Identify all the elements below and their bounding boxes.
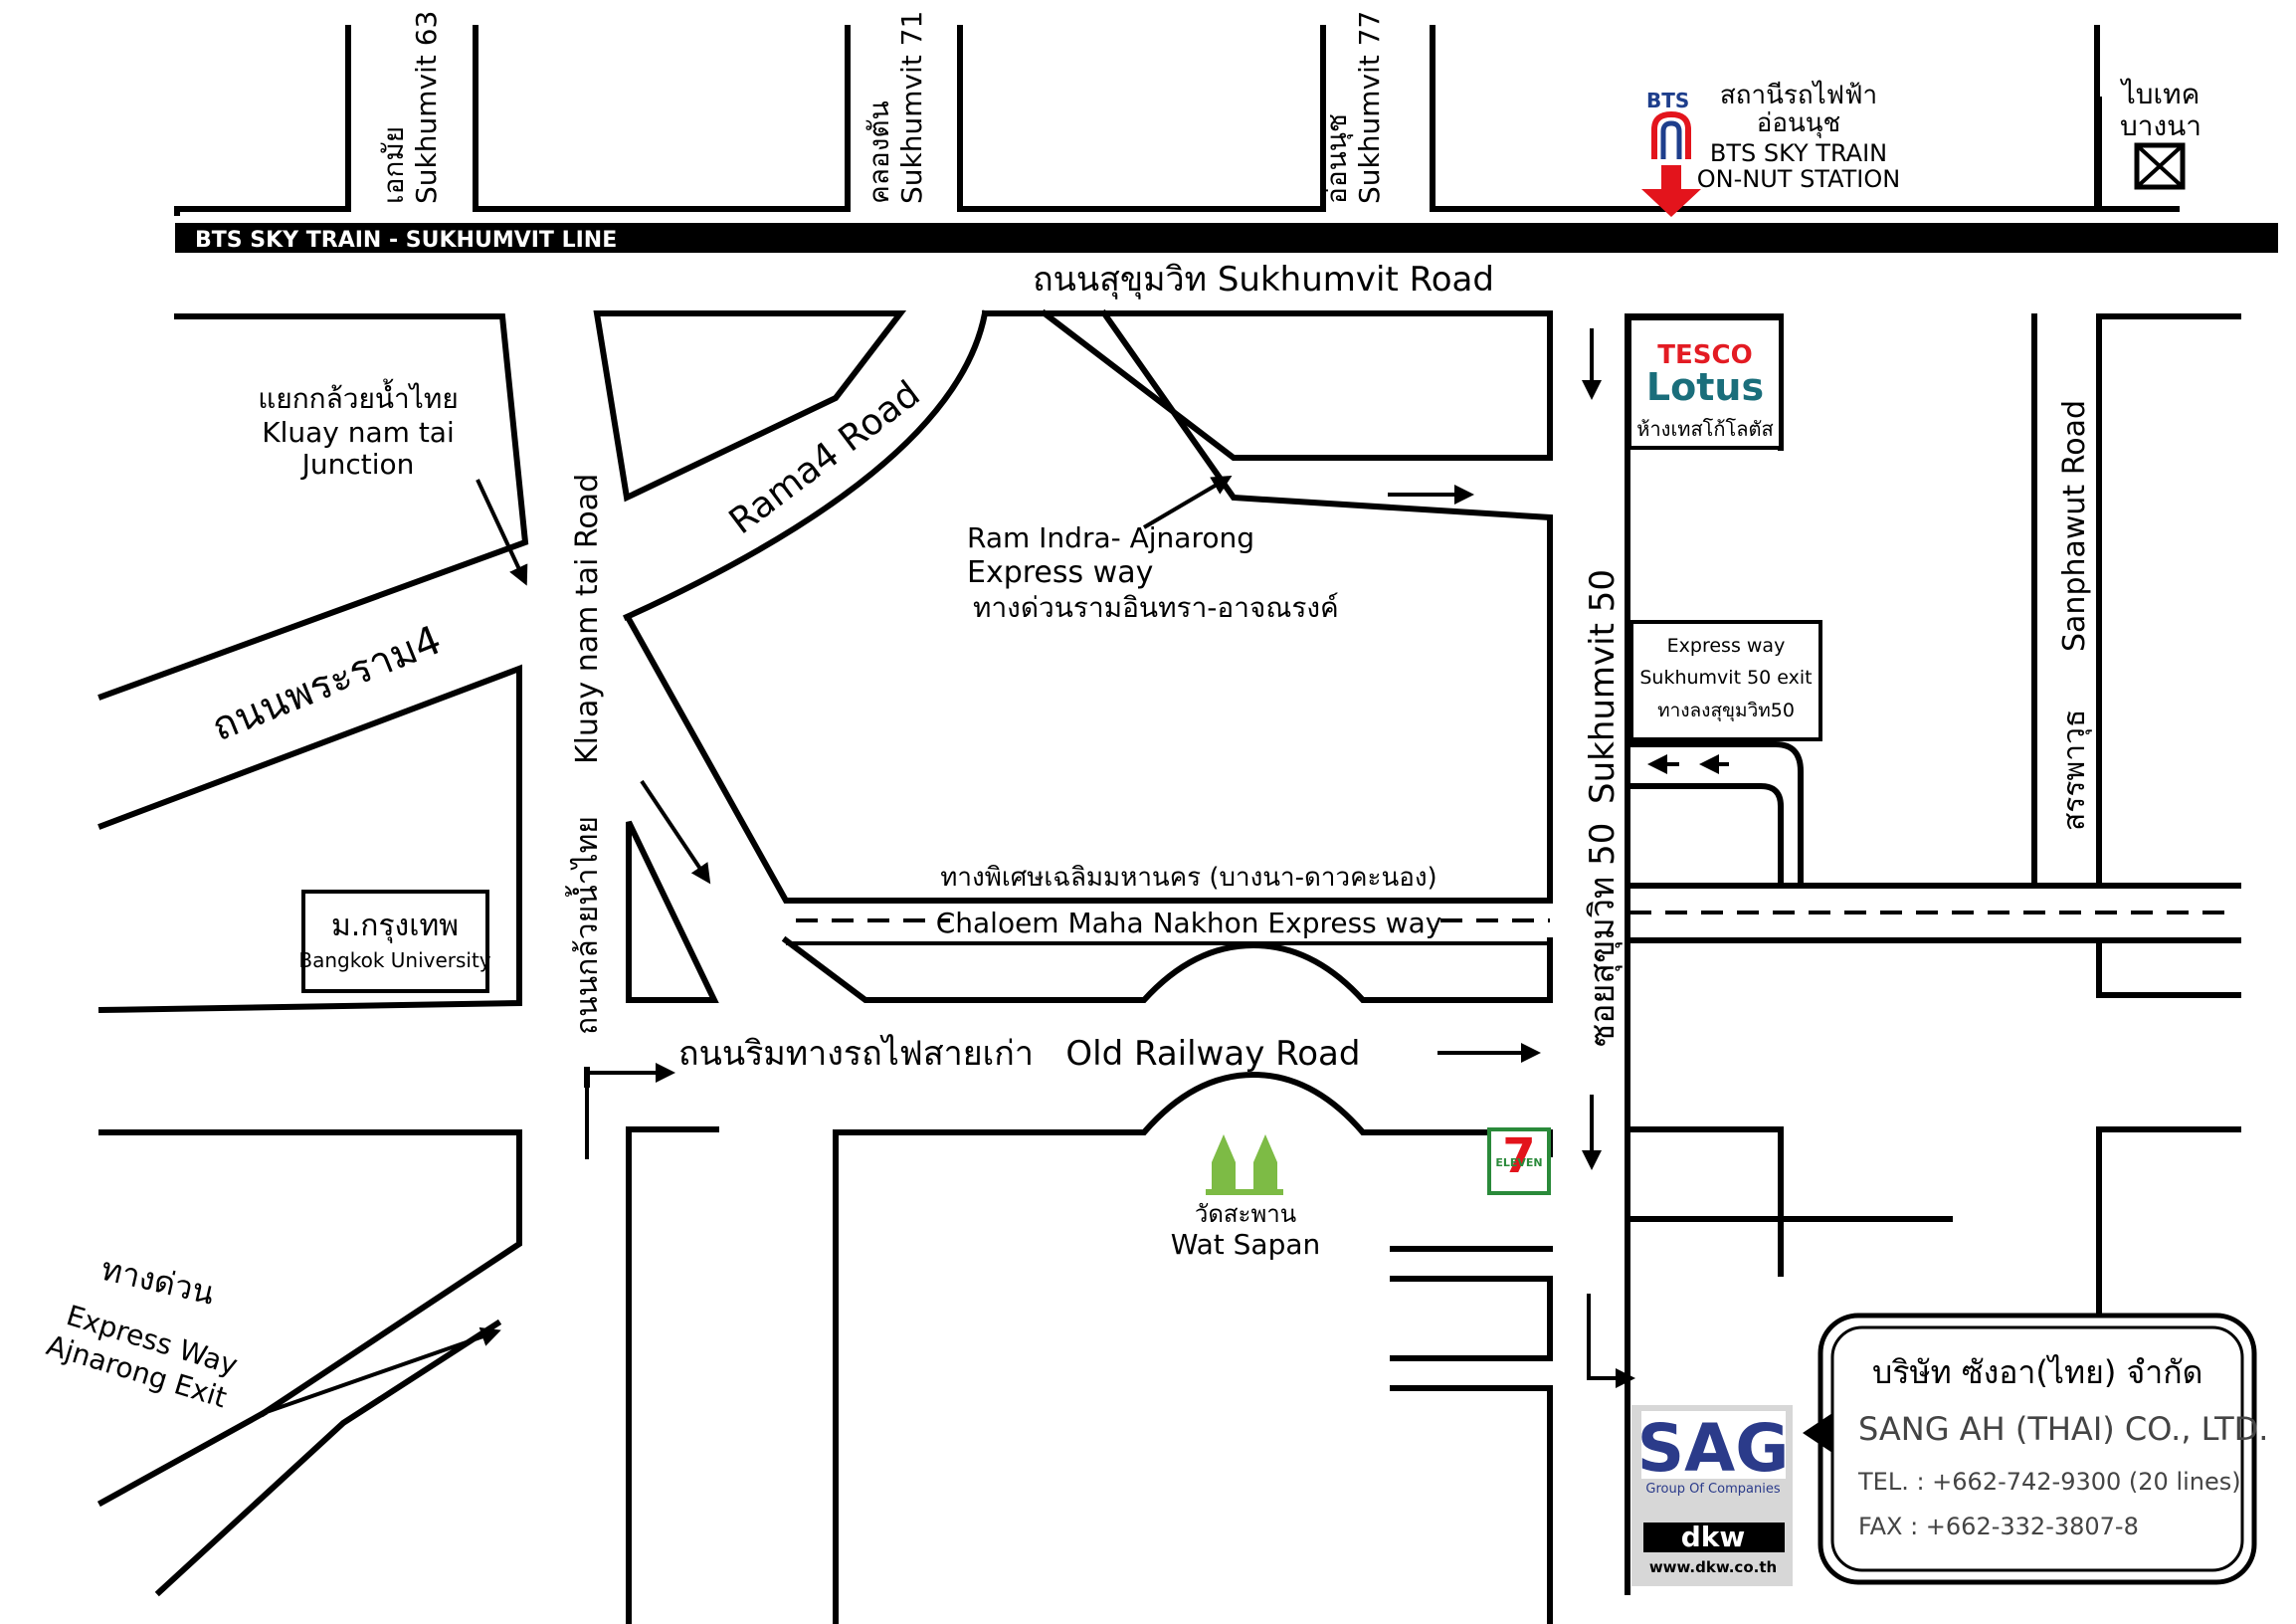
tesco-brand-2: Lotus: [1646, 365, 1764, 409]
junction-th: แยกกล้วยน้ำไทย: [258, 378, 458, 415]
sag-logo-sub: Group Of Companies: [1645, 1482, 1780, 1497]
ramindra-th: ทางด่วนรามอินทรา-อาจณรงค์: [973, 591, 1339, 624]
chaloem-th: ทางพิเศษเฉลิมมหานคร (บางนา-ดาวคะนอง): [940, 863, 1436, 893]
top-street-blocks: [174, 25, 2180, 216]
company-tel: TEL. : +662-742-9300 (20 lines): [1857, 1468, 2241, 1496]
company-th: บริษัท ซังอา(ไทย) จำกัด: [1872, 1353, 2202, 1391]
company-fax: FAX : +662-332-3807-8: [1858, 1513, 2139, 1540]
bitec-th-1: ไบเทค: [2120, 78, 2200, 110]
bangkok-university-marker: ม.กรุงเทพ Bangkok University: [298, 890, 491, 993]
street-s63-th: เอกมัย: [377, 126, 410, 204]
seven-eleven-icon: [1487, 1127, 1551, 1195]
sanphawut-th: สรรพาวุธ: [2057, 710, 2093, 831]
exit50-l3: ทางลงสุขุมวิท50: [1657, 700, 1795, 722]
tesco-th: ห้างเทสโก้โลตัส: [1636, 417, 1773, 441]
svg-text:7: 7: [1502, 1128, 1535, 1184]
pointer-left-icon: [1803, 1413, 1832, 1453]
sag-logo: SAG Group Of Companies dkw www.dkw.co.th: [1631, 1405, 1793, 1586]
soi50-th: ซอยสุขุมวิท 50: [1583, 823, 1623, 1047]
bts-rail-line: [175, 223, 2278, 253]
bu-th: ม.กรุงเทพ: [331, 909, 459, 944]
direction-arrows: [263, 328, 1729, 1415]
bts-down-arrow-icon: [1641, 165, 1701, 217]
seven-eleven-marker: 7 ELEVEN: [1487, 1127, 1551, 1195]
junction-en-2: Junction: [300, 448, 415, 481]
bitec-box-icon: [2134, 142, 2186, 190]
bts-station-th-2: อ่อนนุช: [1757, 108, 1840, 138]
kluay-road-th: ถนนกล้วยน้ำไทย: [565, 816, 605, 1035]
bitec-th-2: บางนา: [2120, 109, 2201, 142]
wat-sapan-marker: วัดสะพาน Wat Sapan: [1171, 1134, 1321, 1261]
kluay-road-en: Kluay nam tai Road: [570, 474, 605, 764]
street-s63-en: Sukhumvit 63: [410, 11, 443, 204]
dkw-url: www.dkw.co.th: [1649, 1558, 1777, 1576]
ramindra-en-2: Express way: [967, 555, 1153, 590]
rama4-road-th: ถนนพระราม4: [206, 617, 448, 750]
exit50-box: Express way Sukhumvit 50 exit ทางลงสุขุม…: [1629, 620, 1822, 741]
company-en: SANG AH (THAI) CO., LTD.: [1858, 1410, 2268, 1448]
exit50-l1: Express way: [1667, 635, 1786, 657]
ramindra-en-1: Ram Indra- Ajnarong: [967, 521, 1254, 554]
bts-station-en-1: BTS SKY TRAIN: [1710, 139, 1887, 167]
company-info-box: บริษัท ซังอา(ไทย) จำกัด SANG AH (THAI) C…: [1803, 1313, 2268, 1585]
sag-logo-text: SAG: [1637, 1410, 1790, 1487]
tesco-brand-1: TESCO: [1657, 340, 1752, 370]
bu-en: Bangkok University: [298, 948, 490, 972]
wat-th: วัดสะพาน: [1195, 1200, 1296, 1228]
bitec-marker: ไบเทค บางนา: [2120, 78, 2201, 190]
wat-en: Wat Sapan: [1171, 1228, 1321, 1261]
street-s71-en: Sukhumvit 71: [895, 11, 928, 204]
bts-logo-icon: [1651, 110, 1691, 159]
bts-rail-label: BTS SKY TRAIN - SUKHUMVIT LINE: [195, 228, 617, 253]
bts-station-th-1: สถานีรถไฟฟ้า: [1720, 80, 1877, 110]
bts-station-en-2: ON-NUT STATION: [1697, 165, 1900, 193]
street-s77-th: อ่อนนุช: [1320, 113, 1354, 204]
dkw-logo-text: dkw: [1681, 1521, 1746, 1553]
soi50-en: Sukhumvit 50: [1583, 569, 1623, 804]
junction-en-1: Kluay nam tai: [262, 416, 455, 449]
street-s71-th: คลองตัน: [862, 101, 895, 204]
old-railway-road-label: ถนนริมทางรถไฟสายเก่า Old Railway Road: [678, 1034, 1360, 1074]
sukhumvit-road-label: ถนนสุขุมวิท Sukhumvit Road: [1033, 260, 1494, 300]
sanphawut-en: Sanphawut Road: [2057, 400, 2092, 652]
chaloem-en: Chaloem Maha Nakhon Express way: [936, 907, 1442, 939]
temple-icon: [1212, 1134, 1236, 1189]
exit50-l2: Sukhumvit 50 exit: [1639, 667, 1812, 689]
exp-exit-th: ทางด่วน: [97, 1250, 218, 1313]
tesco-lotus-marker: TESCO Lotus ห้างเทสโก้โลตัส: [1627, 316, 1783, 450]
bts-station-marker: BTS สถานีรถไฟฟ้า อ่อนนุช BTS SKY TRAIN O…: [1641, 80, 1900, 217]
seven-eleven-text: ELEVEN: [1495, 1156, 1542, 1169]
bts-logo-text: BTS: [1646, 89, 1689, 112]
rama4-road-en: Rama4 Road: [722, 373, 928, 542]
street-s77-en: Sukhumvit 77: [1353, 11, 1386, 204]
